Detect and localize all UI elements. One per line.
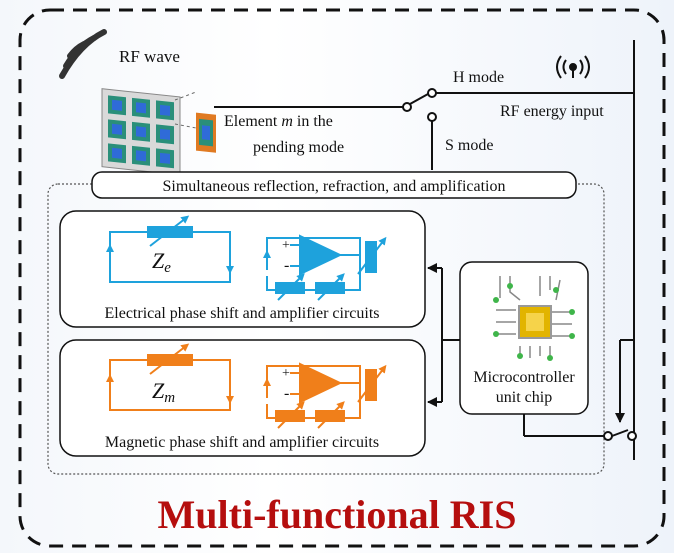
opamp-minus-electrical: - xyxy=(284,257,289,274)
s-mode-label: S mode xyxy=(445,137,493,154)
element-m-label-line2: pending mode xyxy=(253,139,344,156)
magnetic-amplifier-circuit xyxy=(263,362,387,429)
magnetic-caption: Magnetic phase shift and amplifier circu… xyxy=(105,434,379,451)
electrical-caption: Electrical phase shift and amplifier cir… xyxy=(105,305,380,322)
rf-energy-input-label: RF energy input xyxy=(500,103,604,120)
zoomed-element xyxy=(196,112,216,153)
multi-functional-ris-title: Multi-functional RIS xyxy=(158,492,517,537)
magnetic-panel xyxy=(59,339,426,457)
impedance-zm-label: Zm xyxy=(152,378,175,406)
impedance-ze-label: Ze xyxy=(152,248,171,276)
mode-switch xyxy=(214,40,635,460)
rf-wave-label: RF wave xyxy=(119,47,180,66)
simultaneous-label: Simultaneous reflection, refraction, and… xyxy=(163,178,506,195)
microchip-icon xyxy=(493,276,575,361)
rf-wave-icon xyxy=(59,29,107,79)
mcu-label-line2: unit chip xyxy=(496,389,552,406)
element-m-label-line1: Element m in the xyxy=(224,113,333,130)
electrical-amplifier-circuit xyxy=(263,234,387,301)
simultaneous-box xyxy=(91,171,577,199)
opamp-plus-magnetic: + xyxy=(282,366,290,381)
opamp-minus-magnetic: - xyxy=(284,385,289,402)
h-mode-label: H mode xyxy=(453,69,504,86)
zoom-lines xyxy=(174,91,197,129)
electrical-panel xyxy=(59,210,426,328)
metasurface-array xyxy=(101,88,181,176)
magnetic-phase-shift-circuit xyxy=(106,343,234,411)
antenna-broadcast-icon xyxy=(556,55,590,79)
electrical-phase-shift-circuit xyxy=(106,215,234,283)
mcu-label-line1: Microcontroller xyxy=(473,369,575,386)
mcu-connections xyxy=(427,263,637,441)
opamp-plus-electrical: + xyxy=(282,238,290,253)
